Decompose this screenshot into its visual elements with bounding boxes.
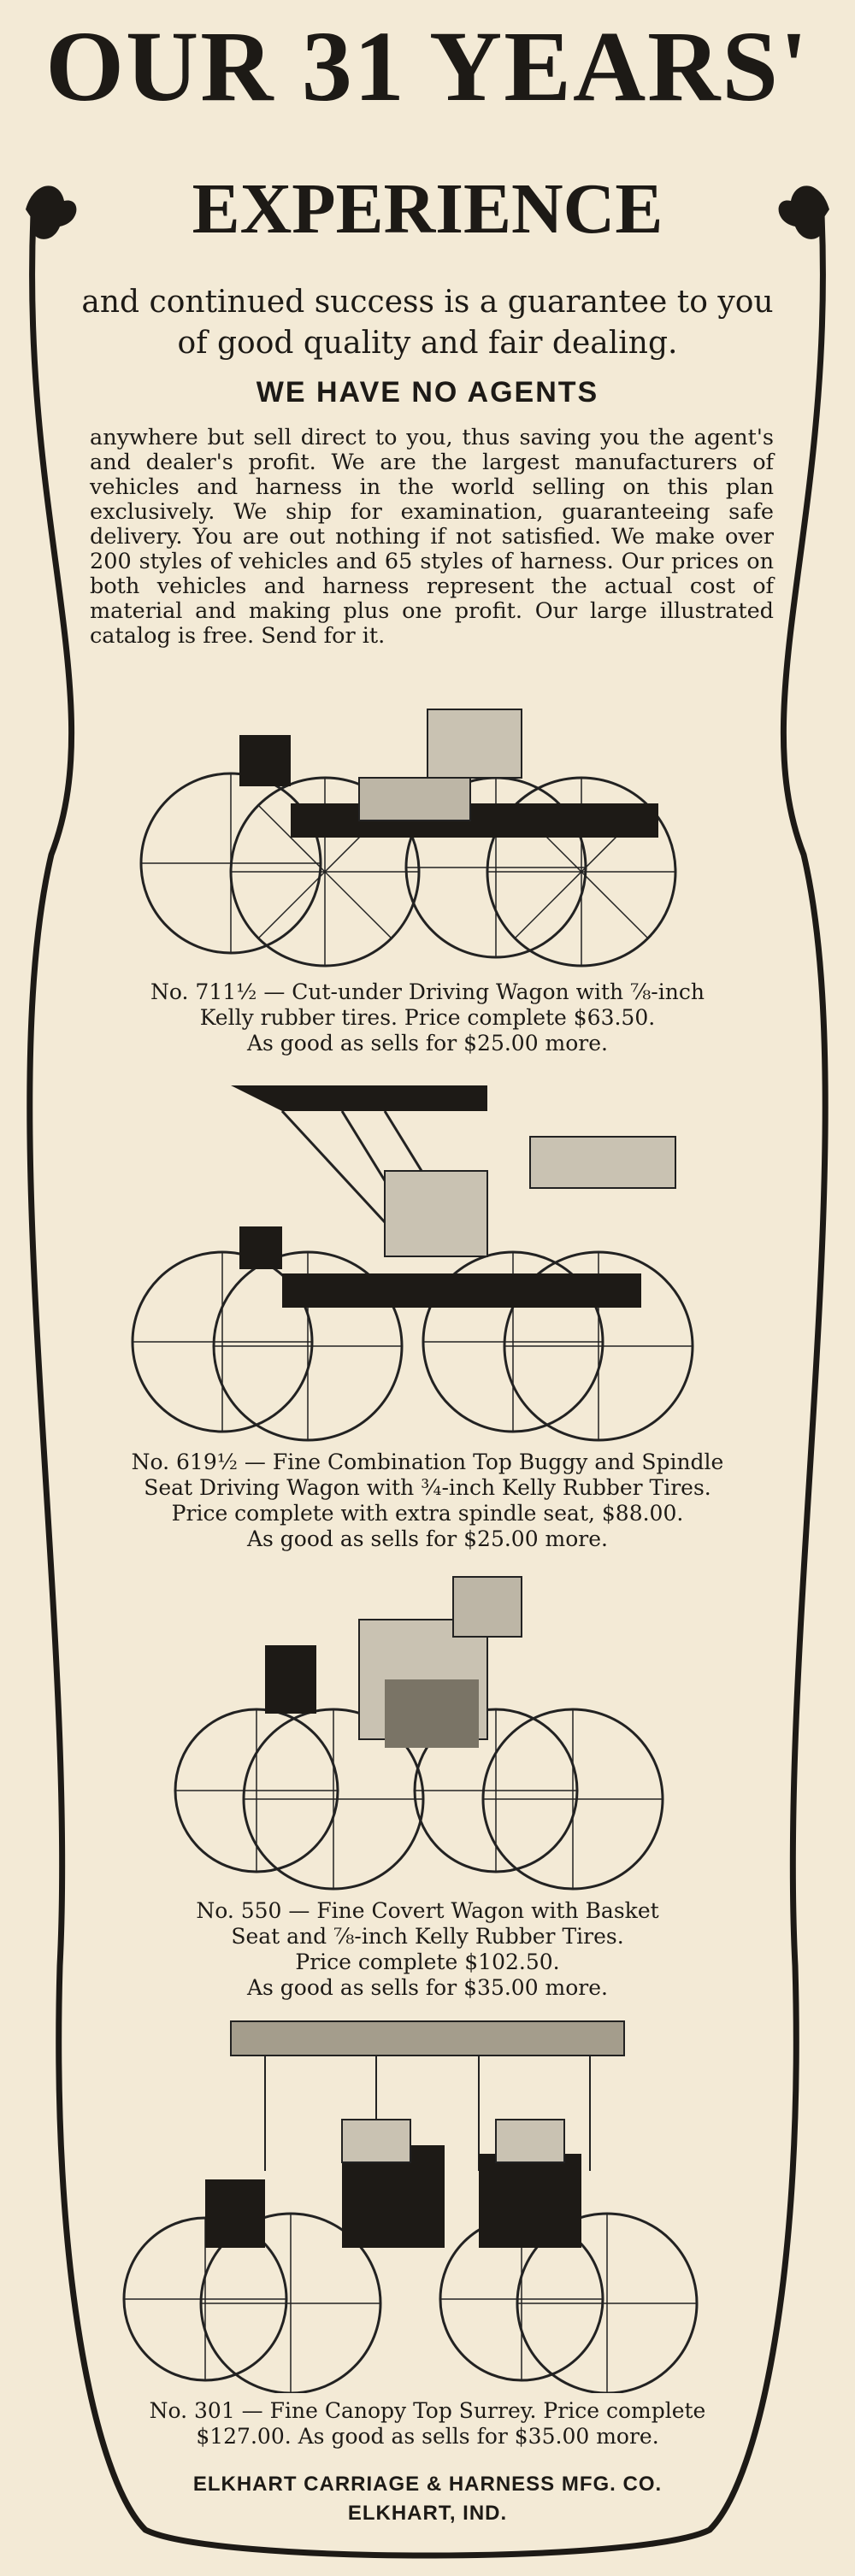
- product-301-caption-line-2: $127.00. As good as sells for $35.00 mor…: [196, 2424, 659, 2449]
- product-711: No. 711½ — Cut-under Driving Wagon with …: [0, 684, 855, 1056]
- canopy-top-surrey-image: [122, 2020, 699, 2393]
- product-711-caption-line-1: No. 711½ — Cut-under Driving Wagon with …: [150, 979, 705, 1004]
- company-footer: ELKHART CARRIAGE & HARNESS MFG. CO. ELKH…: [0, 2470, 855, 2528]
- product-550: No. 550 — Fine Covert Wagon with Basket …: [0, 1568, 855, 2001]
- no-agents-heading: WE HAVE NO AGENTS: [256, 376, 599, 409]
- product-550-caption-line-1: No. 550 — Fine Covert Wagon with Basket: [196, 1898, 659, 1923]
- product-619-caption-line-1: No. 619½ — Fine Combination Top Buggy an…: [131, 1450, 724, 1474]
- product-711-caption-line-3: As good as sells for $25.00 more.: [246, 1031, 609, 1056]
- product-550-caption-line-3: Price complete $102.50.: [295, 1950, 560, 1974]
- product-550-caption-line-2: Seat and ⅞-inch Kelly Rubber Tires.: [231, 1924, 624, 1949]
- covert-wagon-image: [174, 1576, 664, 1891]
- product-301-caption-line-1: No. 301 — Fine Canopy Top Surrey. Price …: [149, 2398, 706, 2423]
- product-619-caption-line-2: Seat Driving Wagon with ¾-inch Kelly Rub…: [144, 1475, 711, 1500]
- product-619: No. 619½ — Fine Combination Top Buggy an…: [0, 1068, 855, 1552]
- company-name: ELKHART CARRIAGE & HARNESS MFG. CO.: [192, 2473, 663, 2496]
- cut-under-driving-wagon-image: [139, 709, 677, 967]
- body-copy: anywhere but sell direct to you, thus sa…: [90, 425, 774, 649]
- top-buggy-image: [131, 1085, 694, 1442]
- company-location: ELKHART, IND.: [347, 2502, 508, 2525]
- subheadline: EXPERIENCE: [192, 169, 663, 249]
- product-301: No. 301 — Fine Canopy Top Surrey. Price …: [0, 2017, 855, 2450]
- product-550-caption-line-4: As good as sells for $35.00 more.: [246, 1975, 609, 2000]
- product-619-caption-line-3: Price complete with extra spindle seat, …: [171, 1501, 684, 1526]
- product-711-caption-line-2: Kelly rubber tires. Price complete $63.5…: [199, 1005, 656, 1030]
- product-619-caption-line-4: As good as sells for $25.00 more.: [246, 1526, 609, 1551]
- headline: OUR 31 YEARS': [45, 10, 810, 122]
- tagline: and continued success is a guarantee to …: [81, 285, 774, 361]
